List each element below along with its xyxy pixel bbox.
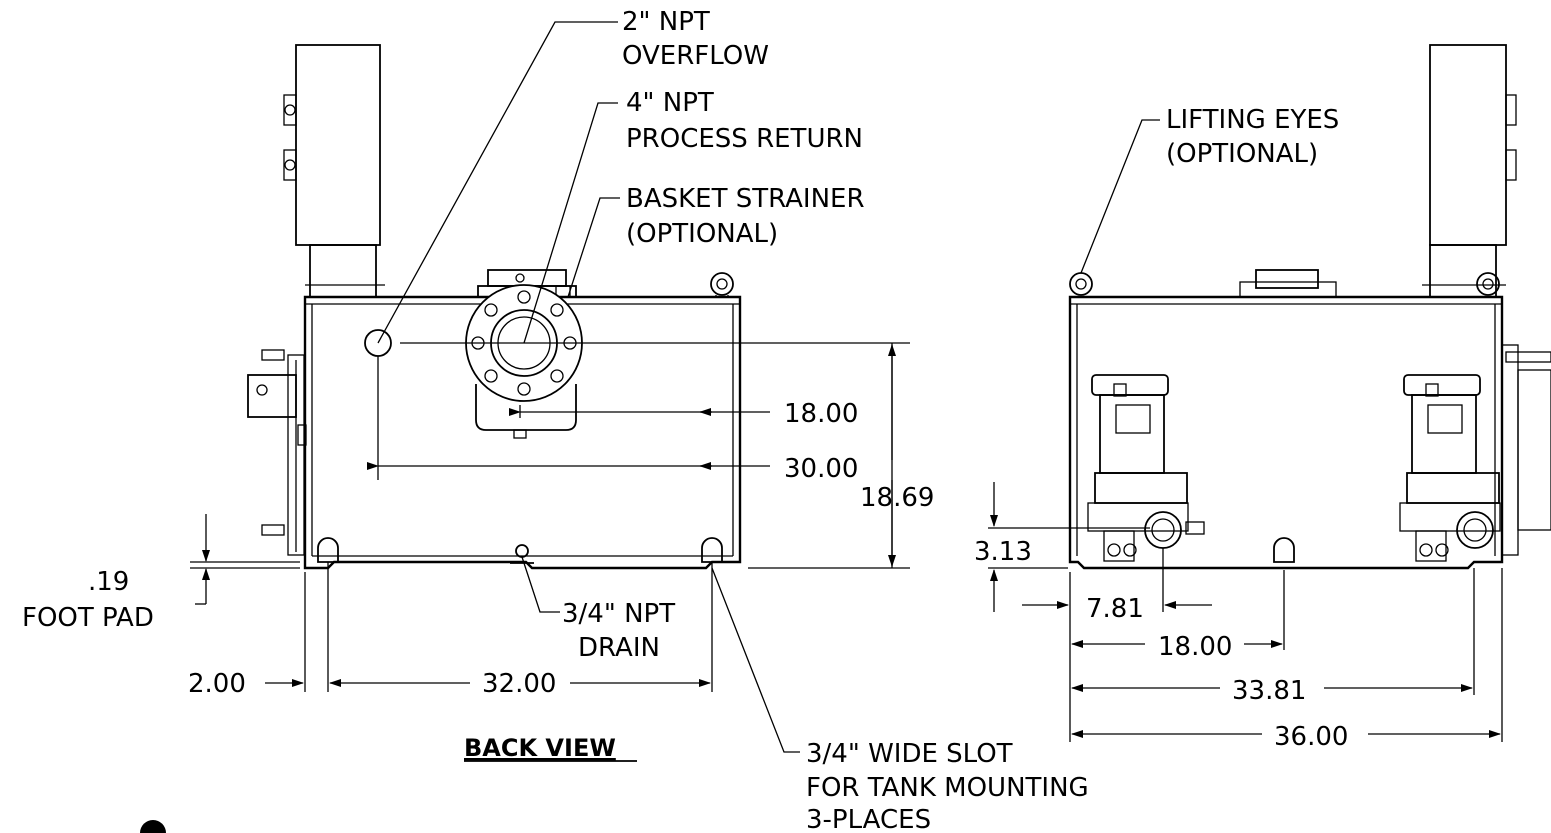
side-view: LIFTING EYES (OPTIONAL) 3.13 7.81 18.00 … [974, 44, 1551, 752]
side-center-foot [1273, 537, 1295, 563]
svg-text:PROCESS RETURN: PROCESS RETURN [626, 124, 863, 154]
svg-text:.19: .19 [88, 567, 129, 597]
back-dimensions [190, 342, 910, 692]
svg-text:BASKET STRAINER: BASKET STRAINER [626, 184, 865, 214]
drain-port [510, 544, 534, 564]
dim-overall-width: 36.00 [1274, 722, 1348, 752]
side-pump-assembly [247, 349, 307, 556]
svg-text:(OPTIONAL): (OPTIONAL) [626, 219, 778, 249]
dim-overflow-offset: 30.00 [784, 454, 858, 484]
dim-pump-spacing: 18.00 [1158, 632, 1232, 662]
dim-height: 18.69 [860, 483, 934, 513]
svg-text:(OPTIONAL): (OPTIONAL) [1166, 139, 1318, 169]
callout-overflow: 2" NPT OVERFLOW [622, 7, 769, 71]
lifting-eye-leader [1080, 119, 1160, 274]
side-dimensions [988, 482, 1503, 742]
back-view: 2" NPT OVERFLOW 4" NPT PROCESS RETURN BA… [22, 7, 1089, 833]
callout-basket-strainer: BASKET STRAINER (OPTIONAL) [626, 184, 865, 249]
dim-foot-width: 33.81 [1232, 676, 1306, 706]
basket-strainer [465, 269, 583, 439]
dim-strainer-offset: 18.00 [784, 399, 858, 429]
svg-text:FOOT PAD: FOOT PAD [22, 603, 154, 633]
view-title: BACK VIEW [464, 734, 616, 762]
lifting-eye [710, 272, 734, 297]
pump-right [1399, 374, 1501, 562]
side-valve-assembly [1501, 344, 1551, 556]
side-control-enclosure [1422, 44, 1517, 298]
svg-text:DRAIN: DRAIN [578, 633, 660, 663]
svg-text:FOR TANK MOUNTING: FOR TANK MOUNTING [806, 773, 1089, 803]
svg-text:OVERFLOW: OVERFLOW [622, 41, 769, 71]
svg-text:4" NPT: 4" NPT [626, 88, 714, 118]
svg-text:3/4" WIDE SLOT: 3/4" WIDE SLOT [806, 739, 1013, 769]
callout-foot-pad: .19 FOOT PAD [22, 567, 154, 633]
control-enclosure [283, 44, 385, 298]
pump-left [1087, 374, 1205, 612]
callout-mounting-slot: 3/4" WIDE SLOT FOR TANK MOUNTING 3-PLACE… [806, 739, 1089, 833]
callout-lifting-eyes: LIFTING EYES (OPTIONAL) [1166, 105, 1339, 169]
svg-text:3/4" NPT: 3/4" NPT [562, 599, 675, 629]
callout-drain: 3/4" NPT DRAIN [562, 599, 675, 663]
svg-text:2" NPT: 2" NPT [622, 7, 710, 37]
svg-text:LIFTING EYES: LIFTING EYES [1166, 105, 1339, 135]
side-lifting-eyes [1069, 272, 1500, 296]
side-top-cover [1239, 269, 1337, 298]
svg-text:3-PLACES: 3-PLACES [806, 805, 931, 833]
dim-outlet-offset: 7.81 [1086, 594, 1144, 624]
partial-symbol [140, 820, 166, 833]
mounting-feet [317, 537, 723, 572]
callout-process-return: 4" NPT PROCESS RETURN [626, 88, 863, 154]
dim-edge-offset: 2.00 [188, 669, 246, 699]
dim-foot-spacing: 32.00 [482, 669, 556, 699]
back-leaders [195, 21, 800, 753]
dim-outlet-height: 3.13 [974, 537, 1032, 567]
